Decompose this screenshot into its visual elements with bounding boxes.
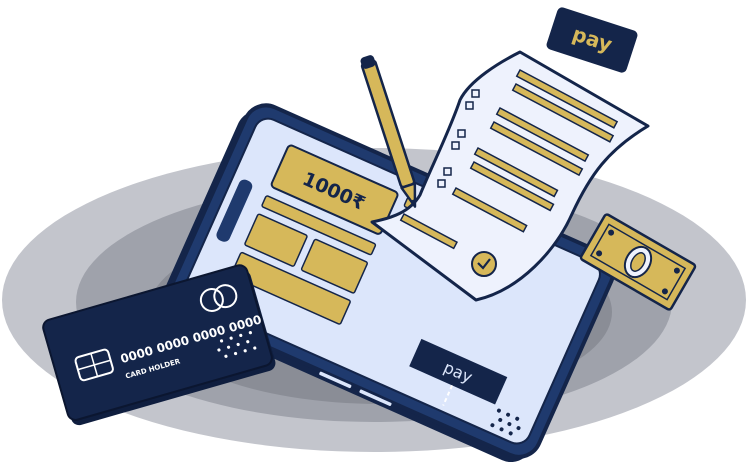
receipt-bullets bbox=[437, 89, 480, 188]
credit-card: 0000 0000 0000 0000 CARD HOLDER bbox=[42, 264, 276, 426]
card-brand-icon bbox=[199, 284, 238, 312]
receipt-paper bbox=[370, 50, 650, 302]
chip-icon bbox=[74, 348, 114, 382]
pay-tag[interactable]: pay bbox=[545, 6, 638, 74]
phone-pay-button[interactable]: pay bbox=[409, 338, 508, 405]
check-icon bbox=[471, 251, 497, 277]
receipt-lines bbox=[399, 68, 619, 250]
pen-icon bbox=[360, 55, 417, 208]
phone: 1000₹ pay bbox=[163, 103, 616, 463]
sparkle-dots bbox=[490, 408, 521, 436]
banknote bbox=[579, 213, 697, 311]
card-dots bbox=[217, 331, 257, 358]
